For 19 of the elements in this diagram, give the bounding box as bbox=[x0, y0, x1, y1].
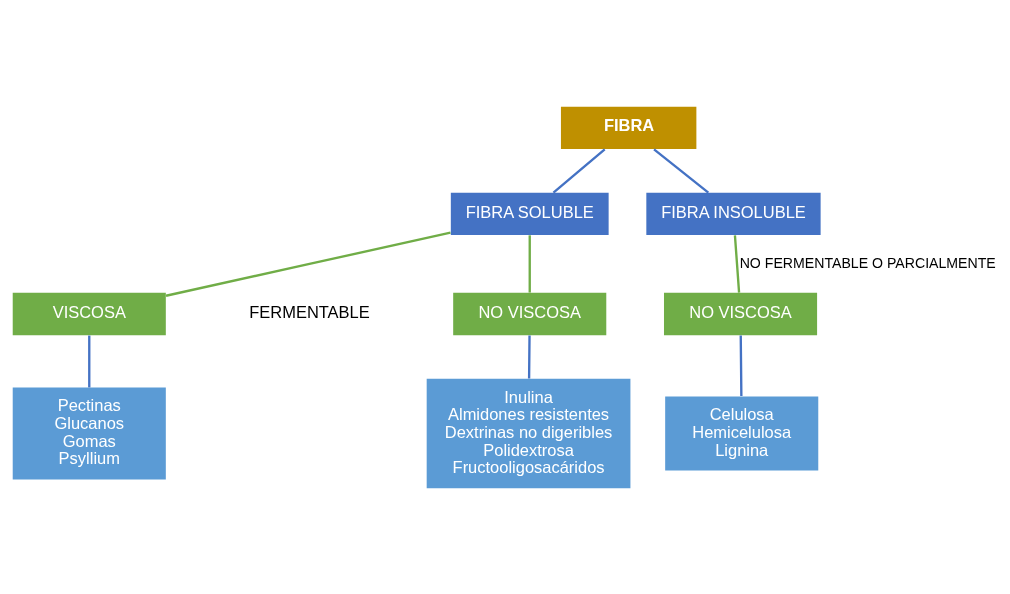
node-box: NO VISCOSA bbox=[664, 292, 818, 335]
node-box: NO VISCOSA bbox=[453, 292, 607, 335]
connector bbox=[739, 335, 743, 396]
node-box: Pectinas Glucanos Gomas Psyllium bbox=[12, 387, 166, 479]
edge-label: NO FERMENTABLE O PARCIALMENTE bbox=[739, 254, 996, 271]
node-box: Celulosa Hemicelulosa Lignina bbox=[665, 395, 819, 471]
node-box: VISCOSA bbox=[12, 292, 166, 335]
label: FERMENTABLE bbox=[249, 302, 370, 321]
connector bbox=[165, 231, 451, 297]
connector bbox=[552, 147, 606, 194]
connector bbox=[528, 234, 531, 293]
node-box: FIBRA bbox=[560, 106, 697, 149]
connector bbox=[527, 335, 531, 378]
node-box: FIBRA SOLUBLE bbox=[450, 192, 609, 235]
connector bbox=[733, 234, 741, 293]
connector bbox=[88, 335, 91, 387]
connector bbox=[653, 147, 710, 194]
node-box: FIBRA INSOLUBLE bbox=[646, 192, 821, 235]
node-box: Inulina Almidones resistentes Dextrinas no digeribles Polidextrosa Fructooligosacáridos bbox=[426, 378, 631, 488]
